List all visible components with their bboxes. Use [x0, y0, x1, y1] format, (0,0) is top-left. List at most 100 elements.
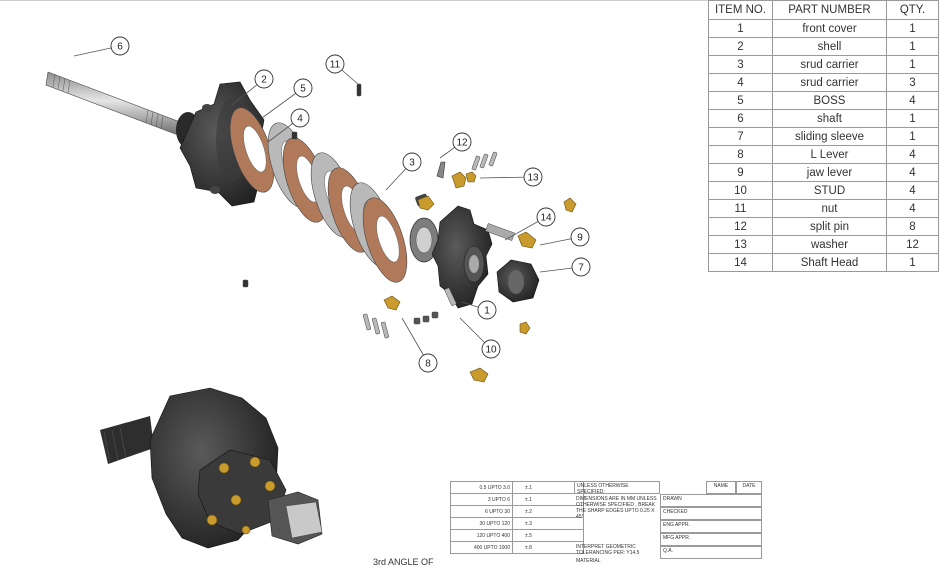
clutch-disc-stack — [229, 107, 408, 283]
balloon-circle — [254, 69, 274, 89]
bom-cell-item-no: 11 — [708, 199, 773, 218]
bom-cell-part-number: front cover — [772, 19, 887, 38]
projection-label: 3rd ANGLE OF — [373, 557, 434, 567]
front-cover-part — [431, 205, 493, 309]
bom-header-qty: QTY. — [886, 0, 939, 20]
tolerance-range: 3 UPTO 6 — [450, 493, 513, 506]
date-header: DATE — [736, 481, 762, 494]
signoff-row-label: ENG APPR. — [660, 520, 762, 533]
balloon-callout: 4 — [267, 108, 310, 143]
tolerance-row: 120 UPTO 400±.5 — [450, 529, 584, 542]
balloon-number: 3 — [409, 158, 415, 169]
bom-cell-item-no: 2 — [708, 37, 773, 56]
bom-cell-qty: 4 — [886, 181, 939, 200]
bom-cell-part-number: washer — [772, 235, 887, 254]
disc-bore — [376, 215, 400, 263]
bom-cell-qty: 1 — [886, 37, 939, 56]
shaft-head-part — [485, 223, 515, 241]
bom-cell-qty: 1 — [886, 55, 939, 74]
bom-header-item-no: ITEM NO. — [708, 0, 773, 20]
bom-cell-qty: 4 — [886, 91, 939, 110]
dimensions-note: DIMENSIONS ARE IN MM UNLESS OTHERWISE SP… — [576, 496, 657, 520]
tolerance-value: ±.1 — [512, 481, 584, 494]
geo-tolerancing-note: INTERPRET GEOMETRIC TOLERANCING PER: Y14… — [576, 544, 640, 556]
balloon-number: 13 — [527, 173, 539, 184]
signoff-row-label: Q.A. — [660, 546, 762, 559]
bom-cell-part-number: nut — [772, 199, 887, 218]
balloon-number: 4 — [297, 114, 303, 125]
signoff-row-label: MFG APPR. — [660, 533, 762, 546]
bom-header-part-number: PART NUMBER — [772, 0, 887, 20]
tolerance-value: ±.1 — [512, 493, 584, 506]
bom-cell-item-no: 7 — [708, 127, 773, 146]
balloon-callout: 2 — [231, 69, 274, 106]
balloon-circle — [523, 167, 543, 187]
bom-cell-part-number: shell — [772, 37, 887, 56]
balloon-callout: 8 — [401, 317, 438, 373]
balloon-callout: 14 — [504, 207, 556, 241]
balloon-number: 6 — [117, 42, 123, 53]
balloon-number: 12 — [456, 138, 468, 149]
bom-cell-item-no: 1 — [708, 19, 773, 38]
balloon-circle — [110, 36, 130, 56]
bom-cell-item-no: 14 — [708, 253, 773, 272]
shaft-part — [45, 71, 181, 136]
tolerance-row: 0.5 UPTO 3.0±.1 — [450, 481, 584, 494]
signoff-row-label: CHECKED — [660, 507, 762, 520]
small-hardware — [242, 83, 498, 339]
balloon-circle — [418, 353, 438, 373]
sliding-sleeve-part — [496, 259, 540, 303]
bom-cell-qty: 1 — [886, 109, 939, 128]
tolerance-range: 6 UPTO 30 — [450, 505, 513, 518]
bom-cell-item-no: 10 — [708, 181, 773, 200]
balloon-circle — [325, 54, 345, 74]
bom-cell-qty: 4 — [886, 199, 939, 218]
balloon-callout: 9 — [539, 227, 590, 247]
bom-header-row: ITEM NO. PART NUMBER QTY. — [708, 0, 939, 20]
material-label: MATERIAL — [576, 558, 601, 564]
bom-cell-item-no: 4 — [708, 73, 773, 92]
bom-cell-qty: 3 — [886, 73, 939, 92]
balloon-callout: 12 — [439, 132, 472, 159]
balloon-number: 2 — [261, 75, 267, 86]
bom-cell-qty: 1 — [886, 19, 939, 38]
bom-cell-item-no: 13 — [708, 235, 773, 254]
balloon-callout: 5 — [261, 78, 313, 119]
bom-cell-item-no: 6 — [708, 109, 773, 128]
tolerance-value: ±.8 — [512, 541, 584, 554]
balloon-number: 14 — [540, 213, 552, 224]
balloon-number: 9 — [577, 233, 583, 244]
balloon-callout: 11 — [325, 54, 360, 86]
signoff-row-label: DRAWN — [660, 494, 762, 507]
tolerance-range: 400 UPTO 1000 — [450, 541, 513, 554]
balloon-circle — [571, 257, 591, 277]
bom-cell-part-number: Shaft Head — [772, 253, 887, 272]
isometric-assembly-view — [100, 387, 323, 549]
balloon-circle — [481, 339, 501, 359]
tolerance-row: 3 UPTO 6±.1 — [450, 493, 584, 506]
balloon-callout: 13 — [479, 167, 543, 187]
tolerance-row: 30 UPTO 120±.3 — [450, 517, 584, 530]
balloon-circle — [477, 300, 497, 320]
bom-cell-part-number: sliding sleeve — [772, 127, 887, 146]
bom-cell-qty: 12 — [886, 235, 939, 254]
balloon-number: 11 — [330, 60, 341, 71]
bom-cell-part-number: L Lever — [772, 145, 887, 164]
bom-cell-item-no: 3 — [708, 55, 773, 74]
tolerance-value: ±.2 — [512, 505, 584, 518]
balloon-number: 7 — [578, 263, 584, 274]
bom-cell-item-no: 5 — [708, 91, 773, 110]
balloon-circle — [570, 227, 590, 247]
brass-parts — [383, 161, 577, 383]
